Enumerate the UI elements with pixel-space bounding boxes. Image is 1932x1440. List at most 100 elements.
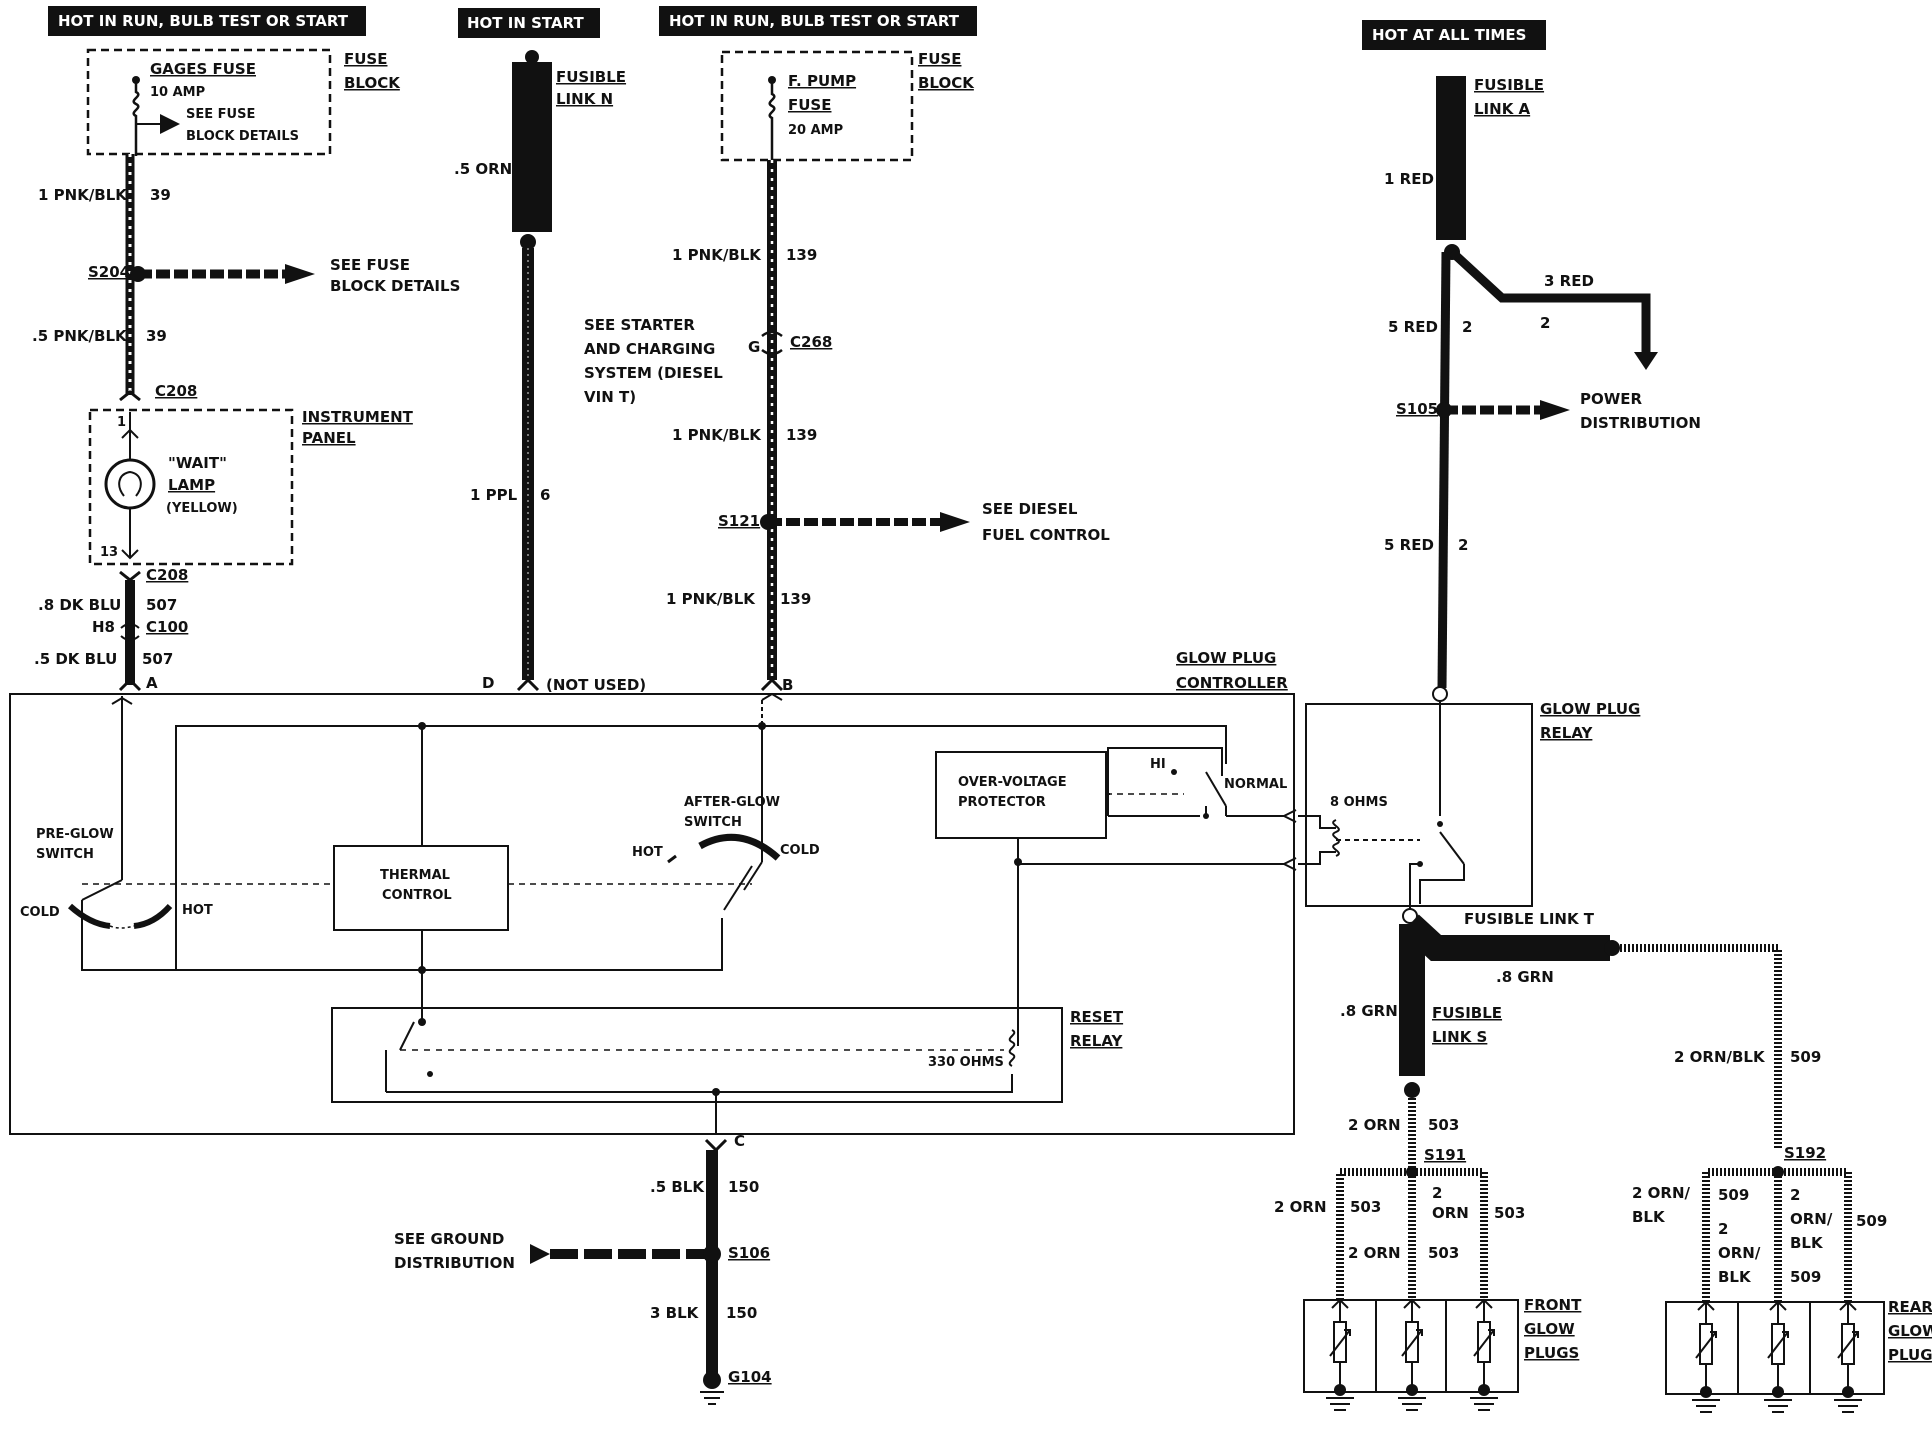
pin-a-connector (118, 677, 142, 692)
thermal-label-2: CONTROL (382, 888, 452, 903)
preglow-label-1: PRE-GLOW (36, 827, 114, 842)
g104-terminal (703, 1371, 721, 1389)
pin-b-label: B (782, 676, 793, 694)
c268-connector (761, 330, 783, 356)
header-2: HOT IN START (458, 8, 600, 38)
rear-glow-plug-2 (1764, 1300, 1792, 1413)
wire-139-ckt-3: 139 (780, 590, 811, 608)
front-wire-label-4: 2 ORN (1348, 1244, 1401, 1262)
hi-contact (1171, 769, 1177, 775)
rear-wire-label-3a: 2 (1718, 1220, 1728, 1238)
see-starter-2: AND CHARGING (584, 340, 715, 358)
front-wire-label-1: 2 ORN (1348, 1116, 1401, 1134)
rear-glow-plug-1 (1692, 1300, 1720, 1413)
grn-wire-label-1: .8 GRN (1496, 968, 1554, 986)
fuse-block-3-label-2: BLOCK (918, 74, 975, 92)
glow-plug-relay-label-2: RELAY (1540, 724, 1594, 742)
afterglow-contact (698, 833, 781, 861)
grn-wire-label-2: .8 GRN (1340, 1002, 1398, 1020)
front-plugs-label-3: PLUGS (1524, 1344, 1579, 1362)
g104-label: G104 (728, 1368, 772, 1386)
c100-connector (120, 623, 140, 641)
wire-150-ckt-1: 150 (728, 1178, 759, 1196)
front-glow-plug-3 (1470, 1298, 1498, 1411)
wire-139-label-3: 1 PNK/BLK (666, 590, 756, 608)
preglow-cold-label: COLD (20, 905, 60, 920)
front-ckt-4: 503 (1428, 1244, 1459, 1262)
rear-wire-label-2b: BLK (1632, 1208, 1666, 1226)
front-glow-plug-1 (1326, 1298, 1354, 1411)
reset-ohms-label: 330 OHMS (928, 1055, 1004, 1070)
f-pump-fuse-amp: 20 AMP (788, 123, 843, 138)
wait-lamp-label-1: "WAIT" (168, 454, 227, 472)
front-glow-plug-2 (1398, 1298, 1426, 1411)
see-fuse-block-2: BLOCK DETAILS (330, 277, 460, 295)
header-1-text: HOT IN RUN, BULB TEST OR START (58, 12, 349, 30)
afterglow-cold-label: COLD (780, 843, 820, 858)
fusible-link-a-label-2: LINK A (1474, 100, 1531, 118)
header-4-text: HOT AT ALL TIMES (1372, 26, 1526, 44)
fusible-link-a (1436, 76, 1466, 240)
wire-5-red (1437, 251, 1451, 689)
see-ground-1: SEE GROUND (394, 1230, 504, 1248)
rear-wire-label-4c: BLK (1790, 1234, 1824, 1252)
wire-507-label: .8 DK BLU (38, 596, 121, 614)
wire-139-label-1: 1 PNK/BLK (672, 246, 762, 264)
ovp-label-2: PROTECTOR (958, 795, 1046, 810)
f-pump-fuse-label-2: FUSE (788, 96, 831, 114)
controller-title-1: GLOW PLUG (1176, 649, 1276, 667)
splice-s105-label: S105 (1396, 400, 1438, 418)
wire-150-label-2: 3 BLK (650, 1304, 700, 1322)
wire-139-ckt-2: 139 (786, 426, 817, 444)
reset-relay-label-2: RELAY (1070, 1032, 1124, 1050)
preglow-hot-contact (133, 903, 173, 929)
instrument-panel-label-1: INSTRUMENT (302, 408, 414, 426)
junction-2 (758, 722, 766, 730)
rear-ckt-5: 509 (1856, 1212, 1887, 1230)
wire-507b-ckt: 507 (142, 650, 173, 668)
gages-fuse-label: GAGES FUSE (150, 60, 256, 78)
fusible-link-a-label-1: FUSIBLE (1474, 76, 1544, 94)
fuse-block-label-1: FUSE (344, 50, 387, 68)
wire-139-ckt-1: 139 (786, 246, 817, 264)
rear-glow-plug-3 (1834, 1300, 1862, 1413)
c208-bottom-connector (119, 570, 141, 582)
fusible-link-n-label-1: FUSIBLE (556, 68, 626, 86)
ovp-label-1: OVER-VOLTAGE (958, 775, 1067, 790)
glow-plug-controller-box (9, 693, 1295, 1135)
s105-arrow (1540, 400, 1570, 420)
hi-label: HI (1150, 757, 1166, 772)
fusible-link-n-label-2: LINK N (556, 90, 613, 108)
wire-3-red-arrow (1634, 352, 1658, 370)
wire-39-ckt: 39 (150, 186, 171, 204)
relay-output-terminal (1402, 908, 1418, 924)
lamp-top-chevron (121, 428, 139, 439)
splice-s106-dot (703, 1245, 721, 1263)
c100-label: C100 (146, 618, 188, 636)
wire-507b-label: .5 DK BLU (34, 650, 117, 668)
fusible-link-n (512, 62, 552, 232)
see-starter-3: SYSTEM (DIESEL (584, 364, 723, 382)
thermal-label-1: THERMAL (380, 868, 450, 883)
header-4: HOT AT ALL TIMES (1362, 20, 1546, 50)
h8-label: H8 (92, 618, 115, 636)
rear-ckt-1: 509 (1790, 1048, 1821, 1066)
ground-arrow (530, 1244, 550, 1264)
gages-fuse-amp: 10 AMP (150, 85, 205, 100)
relay-contact-2 (1417, 861, 1423, 867)
splice-s191-label: S191 (1424, 1146, 1466, 1164)
front-ckt-3: 503 (1494, 1204, 1525, 1222)
preglow-cold-contact (67, 903, 111, 929)
c208-bottom-label: C208 (146, 566, 188, 584)
c208-top-connector (119, 390, 141, 402)
link-n-bottom-terminal (520, 234, 536, 250)
splice-s192-label: S192 (1784, 1144, 1826, 1162)
reset-relay-coil (1008, 1029, 1016, 1067)
link-n-top-terminal (525, 50, 539, 64)
wire-39-label: 1 PNK/BLK (38, 186, 128, 204)
pin-b-connector (760, 677, 784, 692)
wire-3-red-ckt: 2 (1540, 314, 1550, 332)
front-ckt-2: 503 (1350, 1198, 1381, 1216)
preglow-hot-label: HOT (182, 903, 213, 918)
